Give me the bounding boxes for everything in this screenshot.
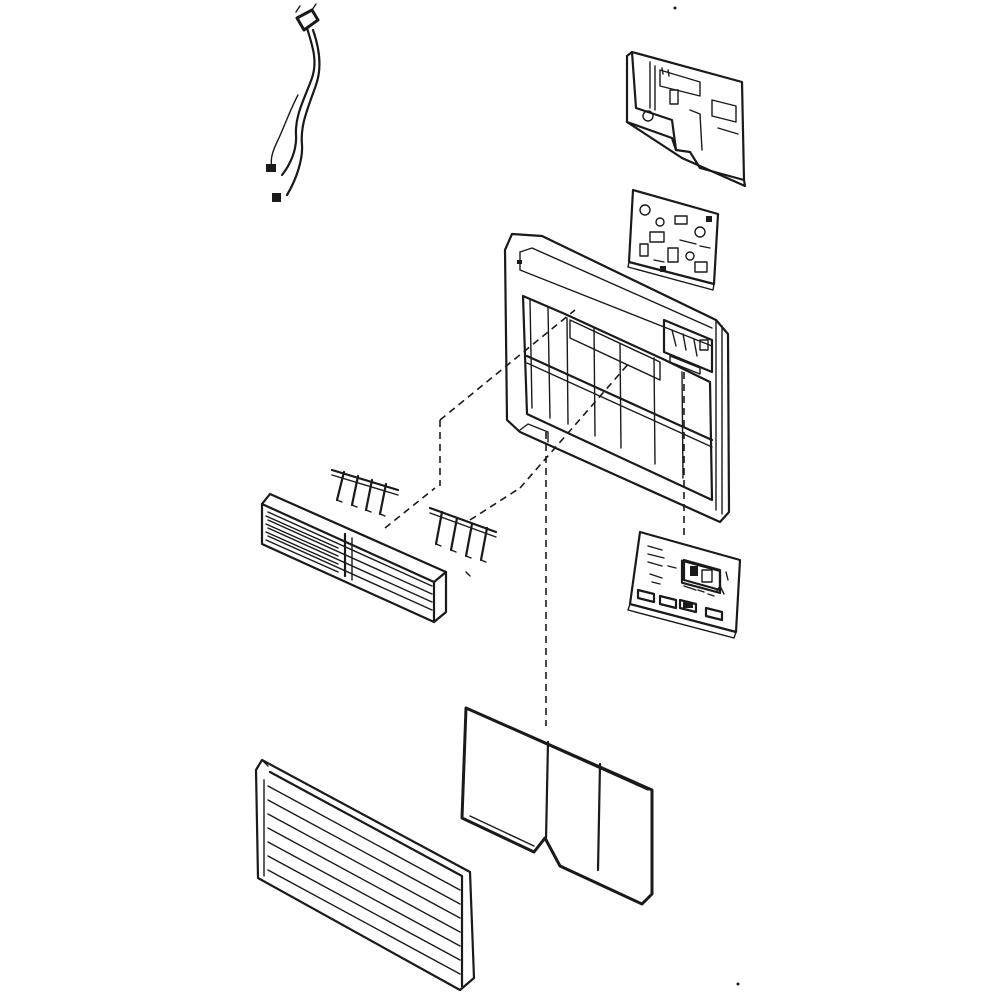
link-bracket-icon <box>330 468 400 517</box>
wire-harness-icon <box>266 3 321 202</box>
control-box-icon <box>625 50 747 188</box>
scan-marks <box>673 6 740 986</box>
alignment-lines <box>384 309 685 726</box>
louver-icon <box>260 492 448 624</box>
circuit-board-icon <box>627 188 720 291</box>
control-panel-icon <box>627 530 742 639</box>
filter-mesh-icon <box>460 706 654 906</box>
grille-icon <box>254 758 476 992</box>
link-bracket-icon-2 <box>428 506 498 577</box>
